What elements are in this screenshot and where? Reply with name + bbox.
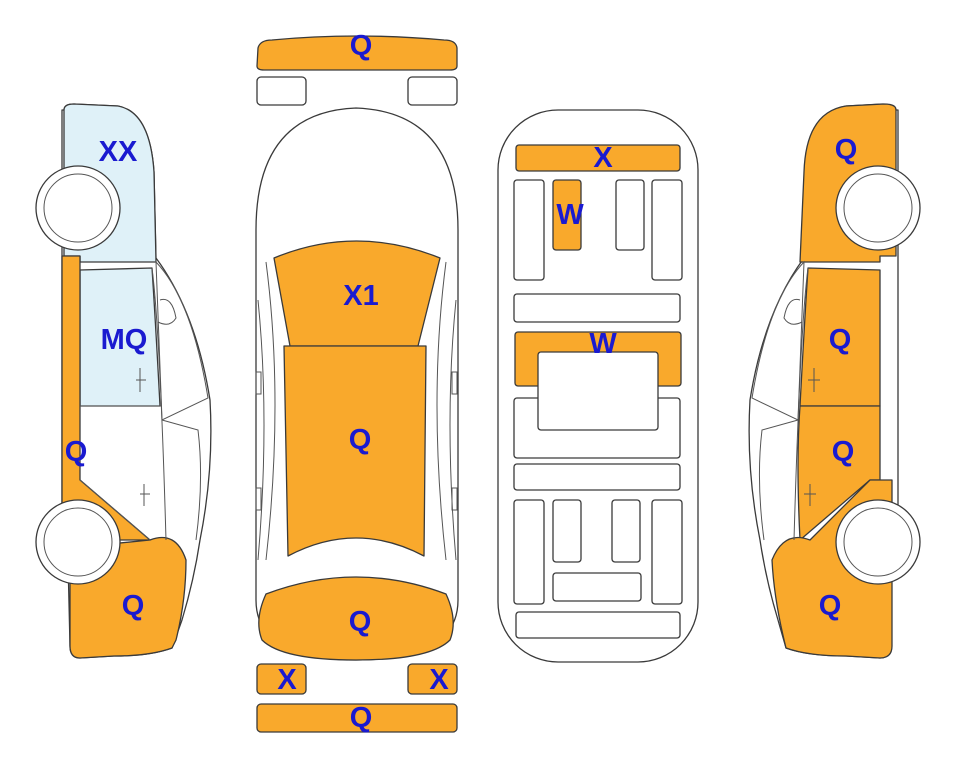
- roof-panel[interactable]: [283, 345, 427, 557]
- right-rear-wheel: [835, 499, 921, 585]
- right-rear-quarter-code: Q: [819, 590, 842, 622]
- trunk-code: Q: [349, 606, 372, 638]
- interior-dashboard-panel[interactable]: [515, 144, 681, 172]
- right-front-fender-code: Q: [835, 134, 858, 166]
- left-rear-wheel: [35, 499, 121, 585]
- left-rear-door-code: Q: [65, 436, 88, 468]
- hood-panel[interactable]: [273, 240, 441, 347]
- damage-labels: Q X1 Q Q X X Q XX MQ Q Q X W W Q Q Q Q: [65, 30, 858, 734]
- front-bumper-code: Q: [350, 30, 373, 62]
- rear-light-right-panel[interactable]: [407, 663, 458, 695]
- left-side-view: [35, 103, 212, 659]
- roof-code: Q: [349, 424, 372, 456]
- rear-light-right-code: X: [429, 664, 449, 696]
- right-side-view: [748, 103, 921, 659]
- right-rear-door-code: Q: [832, 436, 855, 468]
- front-light-right: [407, 76, 458, 106]
- front-light-left: [256, 76, 307, 106]
- rear-light-left-panel[interactable]: [256, 663, 307, 695]
- rear-bumper-code: Q: [350, 702, 373, 734]
- hood-code: X1: [343, 280, 378, 312]
- interior-front-seat-code: W: [556, 199, 584, 231]
- left-rear-quarter-code: Q: [122, 590, 145, 622]
- left-front-wheel: [35, 165, 121, 251]
- right-front-wheel: [835, 165, 921, 251]
- left-front-door-code: MQ: [101, 324, 148, 356]
- rear-bumper-panel[interactable]: [256, 703, 458, 733]
- rear-light-left-code: X: [277, 664, 297, 696]
- interior-dashboard-code: X: [593, 142, 613, 174]
- right-front-door-code: Q: [829, 324, 852, 356]
- interior-rear-seat-code: W: [589, 328, 617, 360]
- top-view: [255, 35, 459, 733]
- interior-front-seat-panel[interactable]: [552, 179, 582, 251]
- front-bumper-panel[interactable]: [256, 35, 458, 71]
- trunk-panel[interactable]: [258, 576, 454, 661]
- interior-view: [497, 109, 699, 663]
- left-front-fender-code: XX: [99, 136, 138, 168]
